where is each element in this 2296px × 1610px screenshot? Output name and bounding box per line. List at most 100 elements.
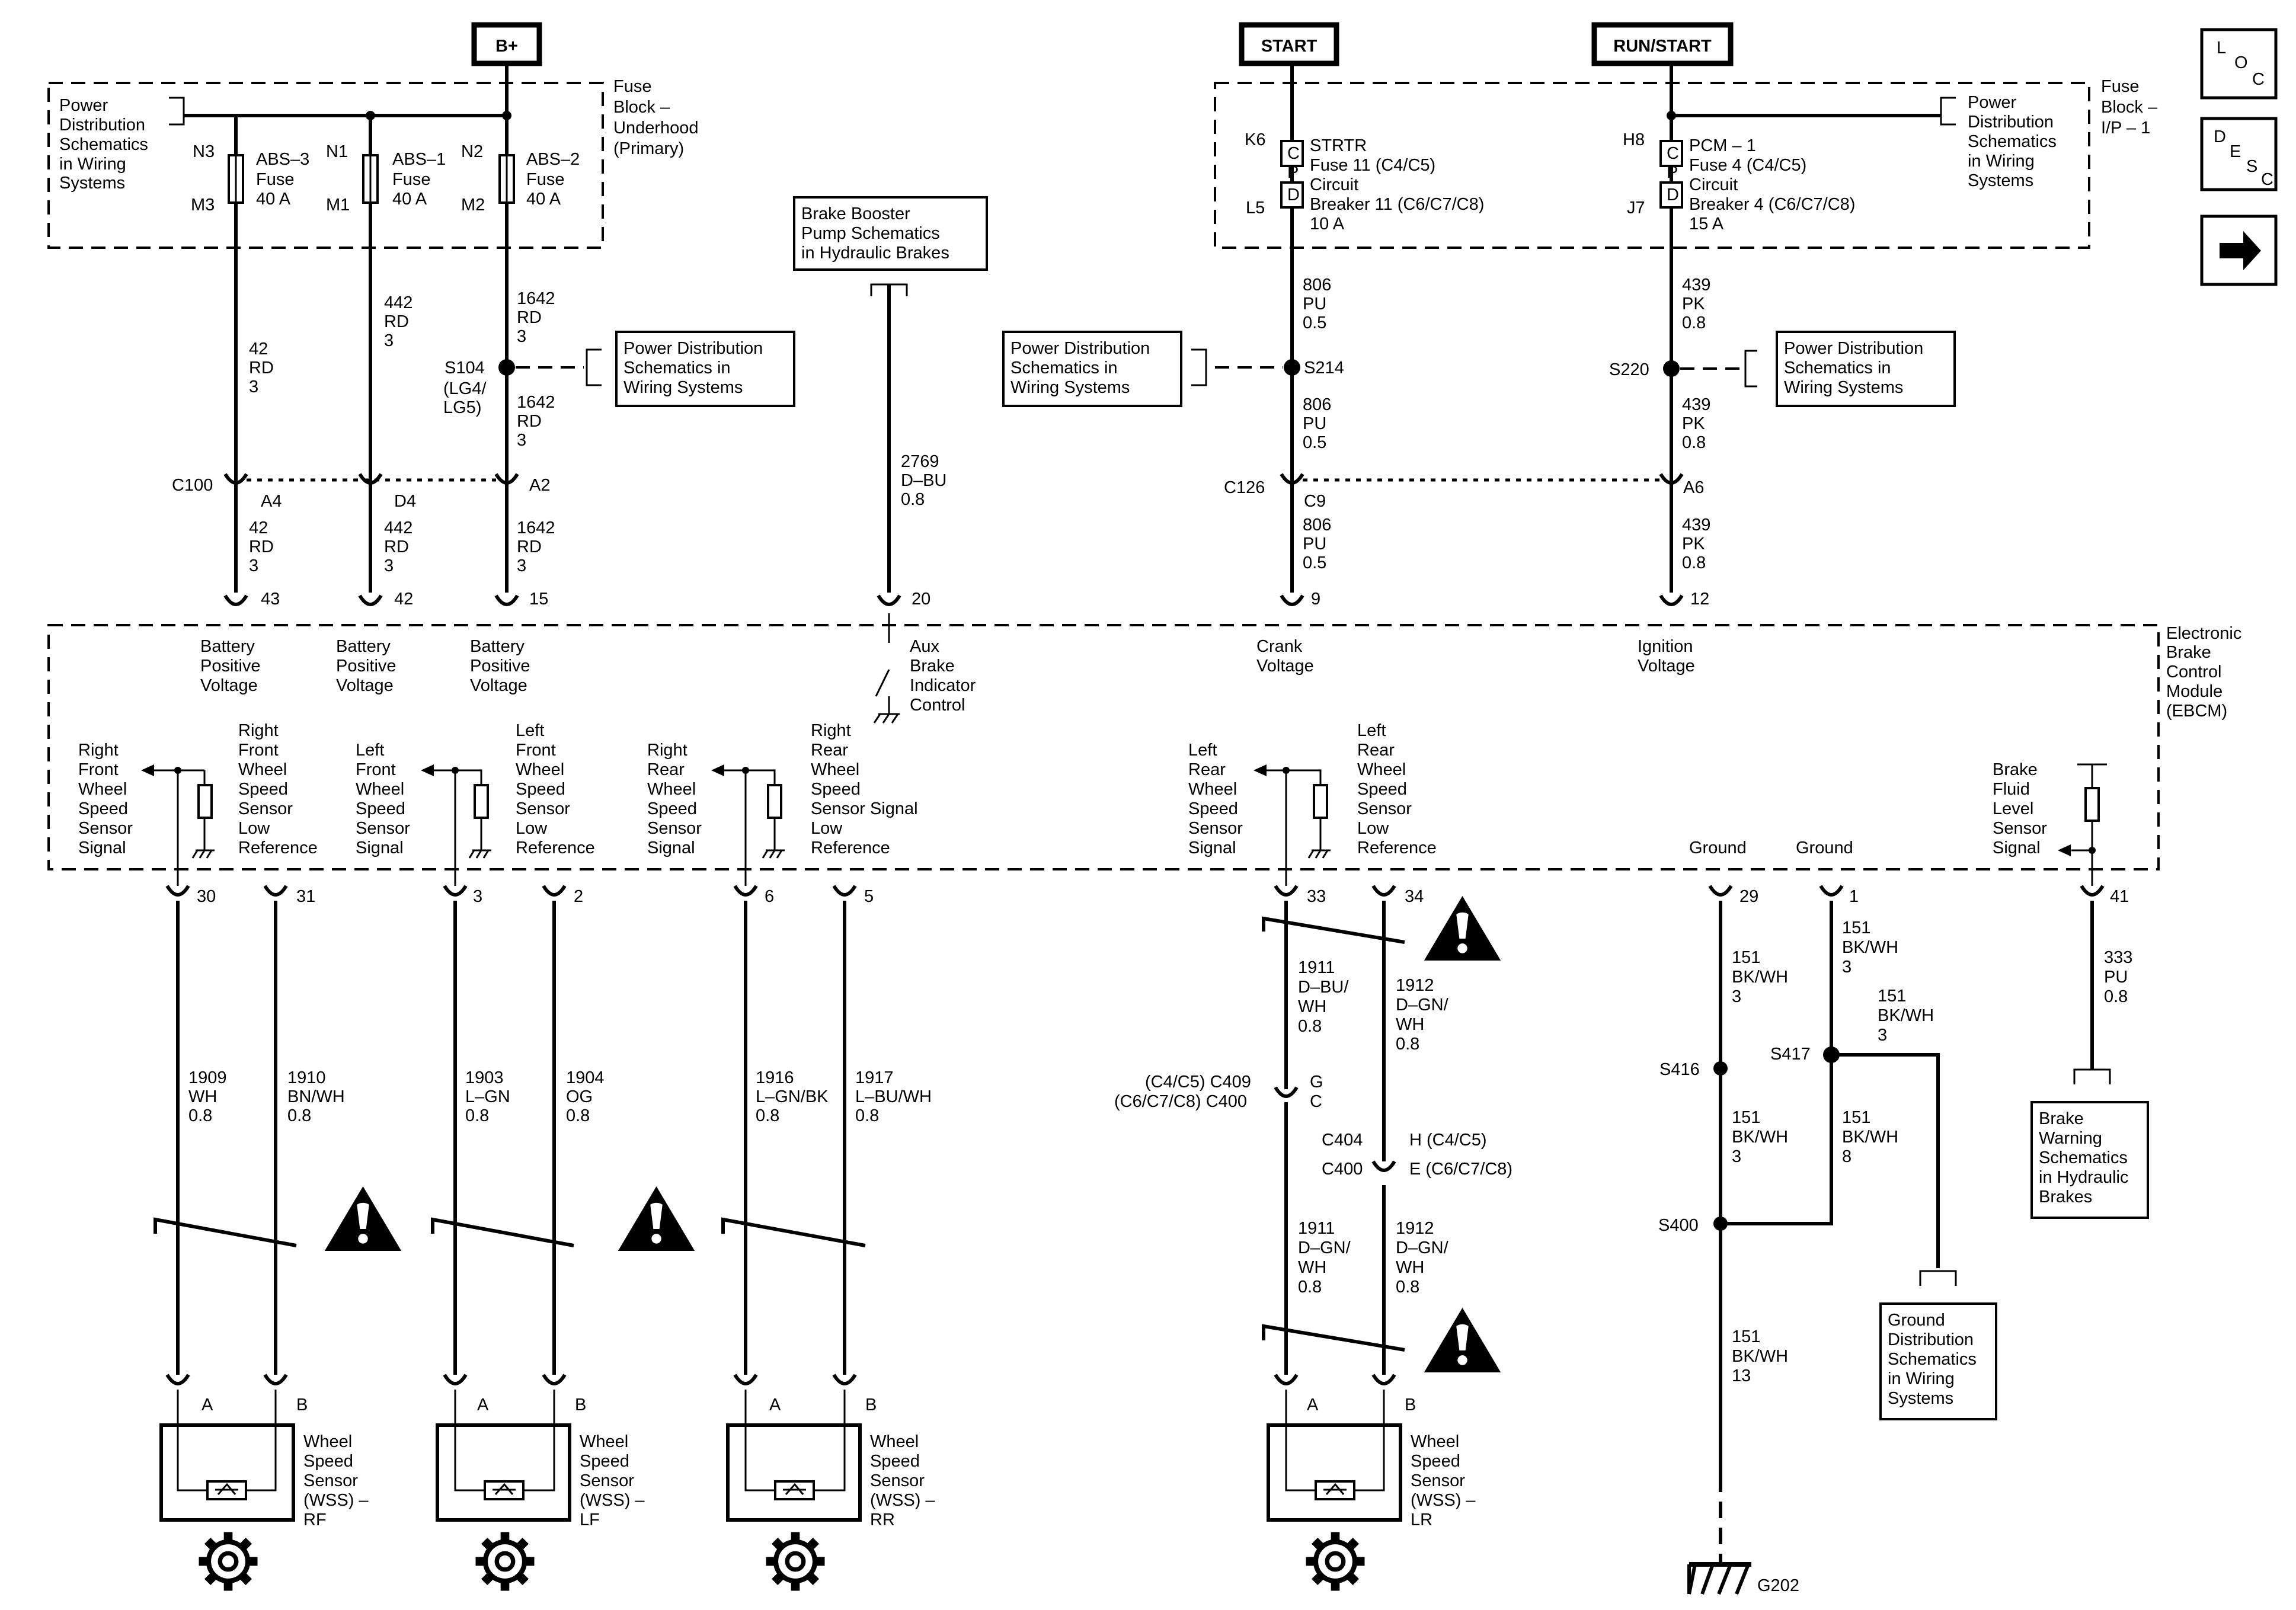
svg-text:Signal: Signal xyxy=(647,838,695,857)
svg-text:Fuse: Fuse xyxy=(526,170,564,189)
svg-text:C: C xyxy=(1287,144,1300,163)
svg-text:(C6/C7/C8) C400: (C6/C7/C8) C400 xyxy=(1114,1092,1247,1111)
gear-icon-rr xyxy=(766,1532,825,1591)
svg-text:in Wiring: in Wiring xyxy=(59,155,126,174)
ref-pd-right[interactable]: Power Distribution Schematics in Wiring … xyxy=(1940,93,2057,190)
svg-text:Speed: Speed xyxy=(1411,1452,1460,1471)
fuse-block-underhood-label: Fuse Block – Underhood (Primary) xyxy=(613,77,699,158)
svg-text:439: 439 xyxy=(1682,276,1710,295)
svg-text:Speed: Speed xyxy=(580,1452,629,1471)
svg-text:0.8: 0.8 xyxy=(901,490,925,509)
svg-text:Positive: Positive xyxy=(200,657,261,676)
svg-text:LR: LR xyxy=(1411,1510,1432,1529)
ref-brake-warning[interactable]: Brake Warning Schematics in Hydraulic Br… xyxy=(2030,1101,2149,1219)
svg-text:PK: PK xyxy=(1682,414,1705,433)
ref-ground-distribution[interactable]: Ground Distribution Schematics in Wiring… xyxy=(1879,1302,1997,1420)
ref-pd-s104[interactable]: Power Distribution Schematics in Wiring … xyxy=(615,331,795,407)
svg-text:Front: Front xyxy=(78,760,119,779)
svg-text:C: C xyxy=(1667,144,1679,163)
svg-text:Rear: Rear xyxy=(811,741,848,760)
svg-text:5: 5 xyxy=(864,887,874,906)
svg-text:D–GN/: D–GN/ xyxy=(1396,996,1449,1014)
svg-text:Systems: Systems xyxy=(59,174,125,193)
svg-text:BK/WH: BK/WH xyxy=(1878,1006,1934,1025)
svg-text:1909: 1909 xyxy=(188,1068,227,1087)
svg-text:Rear: Rear xyxy=(647,760,685,779)
svg-text:Sensor: Sensor xyxy=(1993,819,2047,838)
svg-text:Sensor: Sensor xyxy=(1188,819,1243,838)
svg-text:Rear: Rear xyxy=(1357,741,1395,760)
svg-text:C: C xyxy=(2261,170,2273,189)
connector-c126: C126 C9 A6 xyxy=(1224,473,1704,511)
svg-text:(LG4/: (LG4/ xyxy=(443,379,487,398)
svg-text:N3: N3 xyxy=(193,142,215,161)
svg-text:Right: Right xyxy=(78,741,119,760)
svg-text:Right: Right xyxy=(647,741,687,760)
svg-text:PU: PU xyxy=(1303,295,1326,313)
svg-text:Wheel: Wheel xyxy=(303,1432,352,1451)
svg-text:1916: 1916 xyxy=(756,1068,794,1087)
svg-text:RD: RD xyxy=(249,537,274,556)
svg-text:RUN/START: RUN/START xyxy=(1613,37,1712,56)
svg-text:Front: Front xyxy=(516,741,556,760)
svg-text:Power: Power xyxy=(1968,93,2017,112)
ref-pd-s214[interactable]: Power Distribution Schematics in Wiring … xyxy=(1002,331,1182,407)
ebcm-name: Electronic Brake Control Module (EBCM) xyxy=(2166,624,2241,721)
fuse-abs1: N1 M1 ABS–1 Fuse 40 A xyxy=(326,142,446,215)
svg-text:RF: RF xyxy=(303,1510,327,1529)
next-page-button[interactable] xyxy=(2200,215,2278,286)
svg-text:WH: WH xyxy=(1298,997,1326,1016)
svg-text:OG: OG xyxy=(566,1087,593,1106)
ref-pd-left[interactable]: Power Distribution Schematics in Wiring … xyxy=(59,96,185,193)
svg-text:ABS–1: ABS–1 xyxy=(392,150,446,169)
svg-text:31: 31 xyxy=(296,887,315,906)
svg-text:PU: PU xyxy=(1303,534,1326,553)
svg-text:Block –: Block – xyxy=(613,98,670,117)
svg-text:RD: RD xyxy=(517,537,542,556)
loc-button[interactable]: L O C xyxy=(2200,28,2278,100)
svg-text:Sensor: Sensor xyxy=(1357,799,1412,818)
svg-text:L–BU/WH: L–BU/WH xyxy=(855,1087,932,1106)
ref-brake-booster[interactable]: Brake Booster Pump Schematics in Hydraul… xyxy=(793,196,988,271)
svg-text:E: E xyxy=(2230,142,2241,161)
svg-text:Brakes: Brakes xyxy=(2039,1188,2092,1206)
svg-text:L–GN/BK: L–GN/BK xyxy=(756,1087,829,1106)
svg-text:Control: Control xyxy=(910,696,965,715)
svg-text:O: O xyxy=(2234,53,2248,72)
svg-text:0.8: 0.8 xyxy=(566,1106,590,1125)
svg-text:1910: 1910 xyxy=(287,1068,326,1087)
arrow-right-icon xyxy=(2220,231,2261,270)
svg-text:A6: A6 xyxy=(1683,478,1704,497)
ebcm-top-pins: 43 42 15 20 9 12 xyxy=(223,590,1709,609)
svg-text:I/P – 1: I/P – 1 xyxy=(2101,119,2150,137)
svg-text:WH: WH xyxy=(1396,1258,1424,1277)
svg-text:0.8: 0.8 xyxy=(2104,987,2128,1006)
svg-text:Sensor: Sensor xyxy=(647,819,702,838)
svg-text:9: 9 xyxy=(1311,590,1320,609)
ref-pd-s220[interactable]: Power Distribution Schematics in Wiring … xyxy=(1776,331,1956,407)
desc-button[interactable]: D E S C xyxy=(2200,117,2278,191)
svg-text:Distribution: Distribution xyxy=(59,116,145,135)
svg-text:151: 151 xyxy=(1732,948,1760,967)
svg-text:B: B xyxy=(1405,1395,1416,1414)
gear-icon-lr xyxy=(1306,1532,1365,1591)
svg-text:D–GN/: D–GN/ xyxy=(1396,1238,1449,1257)
svg-text:WH: WH xyxy=(1396,1015,1424,1034)
svg-text:Wheel: Wheel xyxy=(580,1432,628,1451)
svg-text:Fuse: Fuse xyxy=(392,170,430,189)
svg-text:Power Distribution: Power Distribution xyxy=(1011,339,1150,358)
svg-text:Schematics in: Schematics in xyxy=(623,359,731,377)
svg-text:P: P xyxy=(1667,163,1678,182)
warning-icon-lr-lower xyxy=(1424,1308,1501,1372)
svg-text:Sensor: Sensor xyxy=(870,1471,925,1490)
svg-text:(Primary): (Primary) xyxy=(613,139,684,158)
svg-text:0.8: 0.8 xyxy=(1396,1035,1419,1054)
